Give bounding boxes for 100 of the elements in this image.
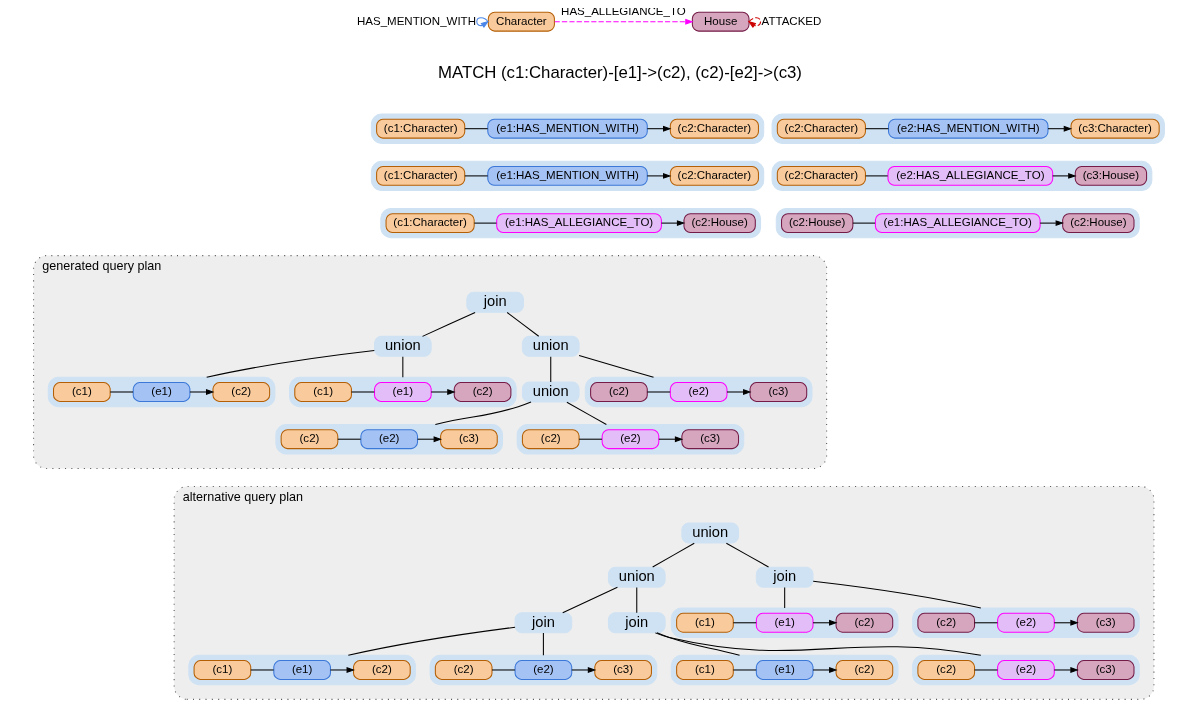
node-box: (c2)	[589, 382, 648, 402]
node-box: (c2)	[916, 660, 975, 680]
cluster	[911, 607, 1140, 638]
node-box: (c3)	[1076, 660, 1134, 680]
connector	[347, 626, 516, 656]
node-box: (e1)	[373, 382, 432, 402]
node-box: (c2:House)	[682, 213, 756, 234]
node-box: Character	[487, 11, 555, 32]
cluster	[775, 207, 1140, 239]
edge-label: ATTACKED	[761, 14, 821, 27]
cluster	[370, 160, 764, 192]
connector	[205, 349, 375, 378]
cluster	[288, 376, 517, 408]
connector	[578, 438, 602, 440]
node-box: (c3:Character)	[1070, 118, 1160, 139]
node-box: (c3)	[593, 660, 652, 680]
node-box: (e1)	[132, 382, 190, 402]
arrow	[430, 389, 456, 395]
arrow	[1053, 619, 1079, 626]
node-box: (c3)	[439, 429, 498, 450]
arrow	[812, 619, 837, 626]
arrow	[475, 17, 489, 29]
cluster	[670, 607, 898, 638]
cluster	[584, 376, 812, 408]
node-box: (c2:Character)	[669, 118, 759, 139]
cluster	[187, 654, 416, 686]
node-box: (c1:Character)	[375, 118, 465, 139]
arrow	[553, 18, 694, 25]
cluster	[274, 424, 503, 455]
cluster	[370, 113, 764, 144]
node-box: (e1)	[755, 660, 814, 680]
node-box: (e2:HAS_MENTION_WITH)	[887, 118, 1048, 139]
node-box: (c3)	[1076, 612, 1134, 633]
node-box: join	[755, 566, 814, 588]
connector	[434, 401, 532, 426]
connector	[506, 311, 539, 337]
cluster	[379, 207, 761, 239]
arrow	[657, 436, 683, 443]
connector	[542, 632, 544, 656]
node-box: (c1)	[293, 382, 352, 402]
node-box: (e2)	[669, 382, 727, 402]
node-box: (c2)	[835, 612, 893, 633]
connector	[725, 542, 769, 568]
node-box: union	[680, 522, 739, 544]
connector	[578, 355, 654, 378]
connector	[646, 391, 671, 393]
node-box: (c1)	[675, 660, 734, 680]
node-box: (e2)	[601, 429, 659, 450]
node-box: (e2)	[996, 612, 1055, 633]
connector	[732, 622, 757, 624]
connector	[336, 438, 361, 440]
cluster	[911, 654, 1140, 686]
arrow	[570, 667, 596, 673]
arrow	[646, 172, 671, 179]
node-box: (e2)	[996, 660, 1055, 680]
node-box: (c1)	[675, 612, 734, 633]
connector	[654, 632, 981, 656]
node-box: (e1:HAS_ALLEGIANCE_TO)	[874, 213, 1041, 234]
connector	[655, 632, 740, 656]
node-box: (e2:HAS_ALLEGIANCE_TO)	[886, 165, 1053, 186]
connector	[812, 580, 981, 609]
arrow	[646, 125, 671, 132]
node-box: (c2)	[352, 660, 411, 680]
node-box: (c2:Character)	[776, 118, 866, 139]
arrow	[188, 389, 214, 395]
node-box: (c1)	[52, 382, 111, 402]
cluster	[771, 160, 1152, 192]
connector	[635, 586, 637, 614]
connector	[549, 356, 551, 383]
connector	[561, 586, 618, 614]
node-box: (c1:Character)	[375, 165, 465, 186]
connector	[651, 542, 695, 568]
node-box: (c2)	[835, 660, 893, 680]
cluster	[429, 654, 657, 686]
node-box: (c3)	[680, 429, 739, 450]
node-box: join	[607, 612, 666, 634]
connector	[851, 222, 876, 224]
node-box: (c3:House)	[1074, 165, 1147, 186]
node-box: union	[373, 335, 432, 357]
node-box: (c2:Character)	[669, 165, 759, 186]
node-box: (c2)	[434, 660, 493, 680]
node-box: (e1:HAS_ALLEGIANCE_TO)	[495, 213, 662, 234]
arrow	[747, 17, 761, 28]
arrow	[725, 389, 751, 395]
node-box: (c2)	[453, 382, 511, 402]
edge-label: HAS_ALLEGIANCE_TO	[560, 5, 686, 18]
cluster	[516, 424, 744, 455]
node-box: (e2)	[514, 660, 572, 680]
node-box: union	[607, 566, 666, 588]
arrow	[1053, 667, 1079, 673]
node-box: join	[465, 291, 524, 313]
cluster	[47, 376, 275, 408]
cluster	[670, 654, 898, 686]
node-box: (e1)	[755, 612, 814, 633]
node-box: (e1:HAS_MENTION_WITH)	[486, 165, 648, 186]
arrow	[1051, 172, 1077, 179]
node-box: (c1)	[193, 660, 251, 680]
arrow	[329, 667, 355, 673]
node-box: House	[691, 11, 750, 32]
node-box: (c2:Character)	[776, 165, 866, 186]
